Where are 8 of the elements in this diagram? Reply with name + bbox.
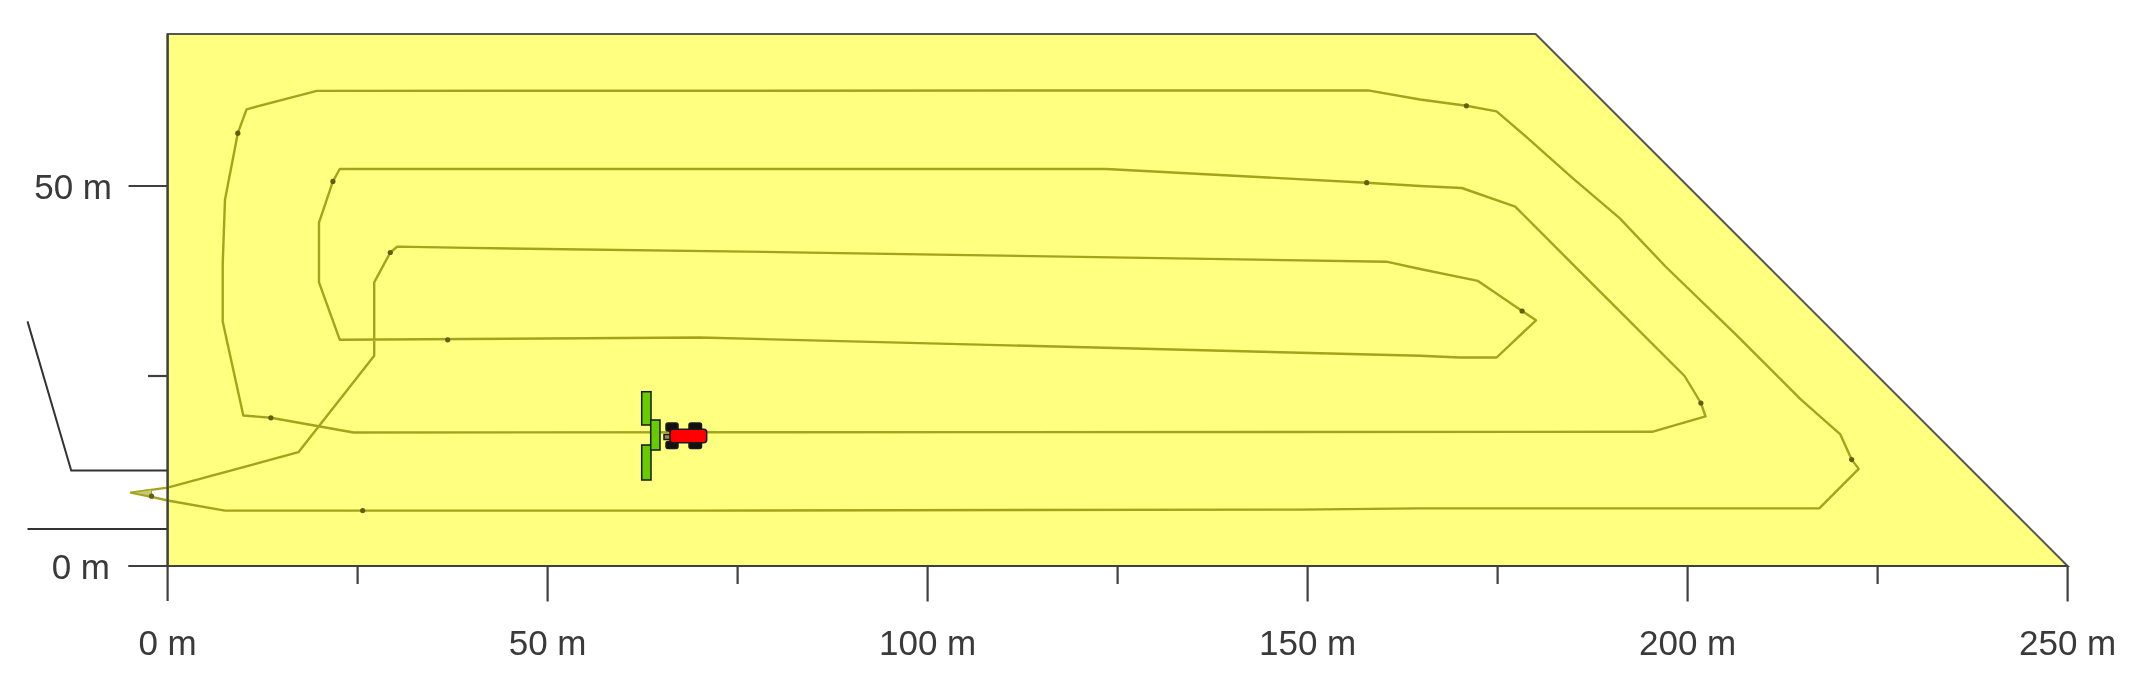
axis-tick-label: 0 m <box>51 548 110 584</box>
axis-tick-label: 0 m <box>138 624 197 660</box>
axis-tick-label: 150 m <box>1258 624 1357 660</box>
axis-tick-label: 50 m <box>508 624 587 660</box>
axis-tick-label: 200 m <box>1638 624 1737 660</box>
axis-tick-label: 250 m <box>2018 624 2117 660</box>
axis-tick-label: 100 m <box>878 624 977 660</box>
axis-tick-label: 50 m <box>34 168 112 204</box>
